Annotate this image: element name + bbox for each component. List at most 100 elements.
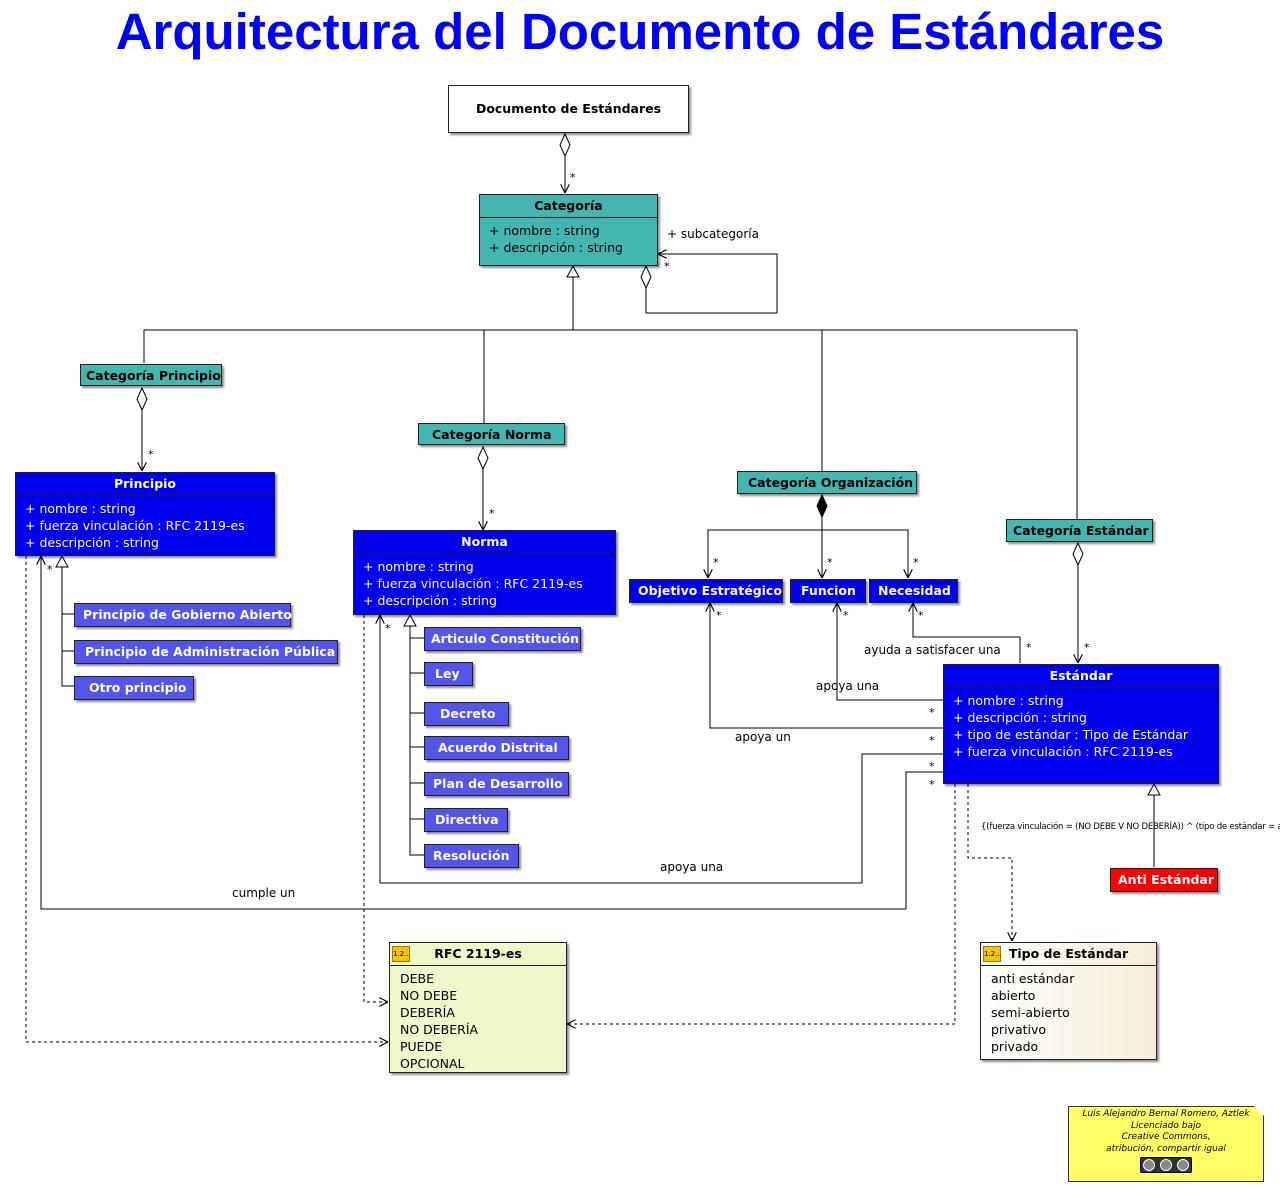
multiplicity-label: * [929,706,935,719]
attribute: + descripción : string [25,535,159,550]
dependency-norma-rfc [363,615,388,1002]
anti-estandar-name: Anti Estándar [1118,872,1215,887]
association-apoya-norma [380,615,943,884]
estandar-attributes: + nombre : string + descripción : string… [944,687,1218,760]
principio-box[interactable]: Principio + nombre : string + fuerza vin… [15,472,275,556]
rfc-2119-name: RFC 2119-es [434,946,522,961]
norma-box[interactable]: Norma + nombre : string + fuerza vincula… [353,530,616,615]
objetivo-estrategico-box[interactable]: Objetivo Estratégico [629,579,783,603]
funcion-name: Funcion [801,583,856,598]
association-apoya-objetivo [710,603,943,729]
categoria-organizacion-box[interactable]: Categoría Organización [737,471,917,494]
categoria-estandar-name: Categoría Estándar [1013,523,1149,538]
attribute: + descripción : string [363,593,497,608]
enum-value: NO DEBE [400,988,458,1003]
categoria-estandar-box[interactable]: Categoría Estándar [1006,519,1153,542]
enum-value: anti estándar [991,971,1075,986]
principio-gobierno-abierto-box[interactable]: Principio de Gobierno Abierto [74,603,292,627]
multiplicity-label: * [1026,641,1032,654]
anti-estandar-constraint: {(fuerza vinculación = (NO DEBE V NO DEB… [981,822,1280,832]
attribute: + fuerza vinculación : RFC 2119-es [363,576,583,591]
multiplicity-label: * [716,609,722,622]
generalization-triangle [566,264,580,278]
necesidad-name: Necesidad [878,583,951,598]
association-apoya-funcion [837,603,943,701]
multiplicity-label: * [47,563,53,576]
multiplicity-label: * [385,622,391,635]
anti-estandar-box[interactable]: Anti Estándar [1110,868,1218,892]
plan-desarrollo-box[interactable]: Plan de Desarrollo [424,772,569,796]
articulo-constitucion-box[interactable]: Articulo Constitución [424,627,581,651]
multiplicity-label: * [913,556,919,569]
resolucion-box[interactable]: Resolución [424,844,519,868]
attribute: + fuerza vinculación : RFC 2119-es [953,744,1173,759]
attribute: + nombre : string [953,693,1064,708]
norma-attributes: + nombre : string + fuerza vinculación :… [354,553,615,609]
principio-gobierno-abierto-name: Principio de Gobierno Abierto [83,607,292,622]
aggregation-diamond [136,386,148,412]
enum-value: privativo [991,1022,1047,1037]
enum-value: abierto [991,988,1036,1003]
tipo-estandar-name: Tipo de Estándar [1008,946,1129,961]
multiplicity-label: * [1084,641,1090,654]
apoya-una-norma-label: apoya una [660,860,724,874]
estandar-name: Estándar [1049,668,1113,683]
categoria-norma-box[interactable]: Categoría Norma [418,423,565,445]
dependency-estandar-rfc [567,784,956,1024]
note-line: Luis Alejandro Bernal Romero, Aztlek [1082,1109,1250,1119]
association-cumple-principio [41,556,943,910]
categoria-box[interactable]: Categoría + nombre : string + descripció… [479,194,658,266]
apoya-un-objetivo-label: apoya un [735,730,791,744]
multiplicity-label: * [918,609,924,622]
categoria-principio-box[interactable]: Categoría Principio [80,364,222,386]
rfc-2119-enum-box[interactable]: 1.2... RFC 2119-es DEBE NO DEBE DEBERÍA … [389,942,567,1073]
enum-value: DEBE [400,971,434,986]
dependency-estandar-tipo [967,784,1012,941]
documento-estandares-box[interactable]: Documento de Estándares [448,85,689,133]
funcion-box[interactable]: Funcion [790,579,866,603]
multiplicity-label: * [148,448,154,461]
attribute: + descripción : string [489,240,623,255]
composition-organizacion [708,517,823,578]
attribute: + nombre : string [363,559,474,574]
multiplicity-label: * [843,609,849,622]
multiplicity-label: * [570,171,576,184]
otro-principio-box[interactable]: Otro principio [74,676,194,700]
enum-value: privado [991,1039,1039,1054]
multiplicity-label: * [664,260,670,273]
tipo-estandar-enum-box[interactable]: 1.2... Tipo de Estándar anti estándar ab… [980,942,1157,1060]
attribute: + nombre : string [25,501,136,516]
rfc-2119-values: DEBE NO DEBE DEBERÍA NO DEBERÍA PUEDE OP… [390,965,566,1072]
aggregation-diamond [559,132,571,158]
generalization-norma [409,626,424,856]
diagram-title: Arquitectura del Documento de Estándares [115,3,1165,60]
association-ayuda-satisfacer [913,603,1021,663]
subcategoria-self-association [645,254,778,314]
acuerdo-distrital-box[interactable]: Acuerdo Distrital [424,736,569,760]
decreto-box[interactable]: Decreto [424,702,509,726]
principio-administracion-publica-box[interactable]: Principio de Administración Pública [74,640,338,664]
multiplicity-label: * [713,556,719,569]
enum-value: NO DEBERÍA [400,1022,479,1037]
directiva-box[interactable]: Directiva [424,808,508,832]
note-line: Licenciado bajo [1131,1120,1201,1131]
principio-administracion-publica-name: Principio de Administración Pública [85,644,336,659]
enum-value: PUEDE [400,1039,443,1054]
aggregation-diamond [477,445,489,471]
otro-principio-name: Otro principio [89,680,187,695]
enumeration-icon: 1.2... [392,946,411,962]
necesidad-box[interactable]: Necesidad [869,579,958,603]
ley-box[interactable]: Ley [424,662,473,686]
objetivo-estrategico-name: Objetivo Estratégico [638,583,782,598]
cc-by-sa-icon [1140,1157,1192,1173]
categoria-organizacion-name: Categoría Organización [748,475,914,490]
attribute: + tipo de estándar : Tipo de Estándar [953,727,1189,742]
attribute: + fuerza vinculación : RFC 2119-es [25,518,245,533]
principio-name: Principio [113,476,177,491]
categoria-attributes: + nombre : string + descripción : string [480,217,657,256]
estandar-box[interactable]: Estándar + nombre : string + descripción… [943,664,1219,784]
enum-value: DEBERÍA [400,1005,455,1020]
categoria-principio-name: Categoría Principio [86,368,221,383]
tipo-estandar-values: anti estándar abierto semi-abierto priva… [981,965,1156,1055]
